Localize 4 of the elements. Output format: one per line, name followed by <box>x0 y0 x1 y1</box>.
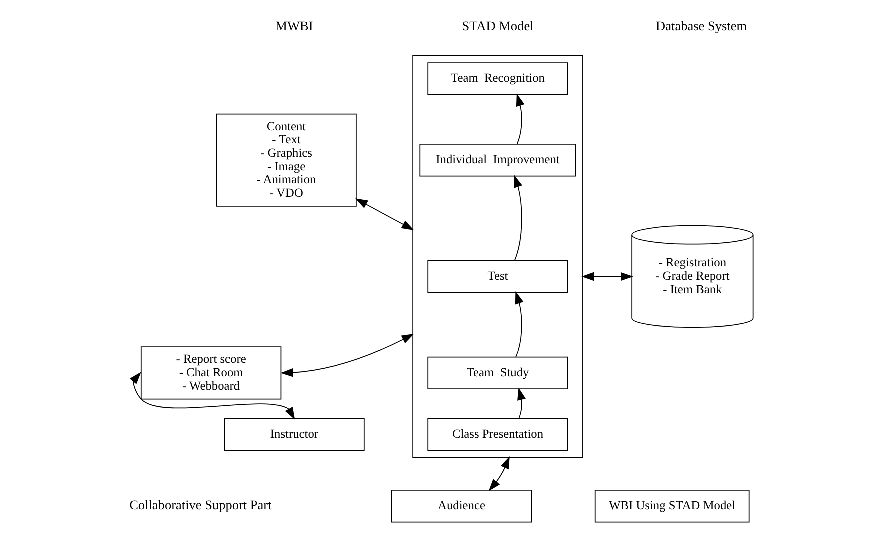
label: MWBI <box>275 18 313 34</box>
label: Database System <box>656 18 747 34</box>
label: Collaborative Support Part <box>129 497 272 512</box>
label: STAD Model <box>462 18 534 34</box>
